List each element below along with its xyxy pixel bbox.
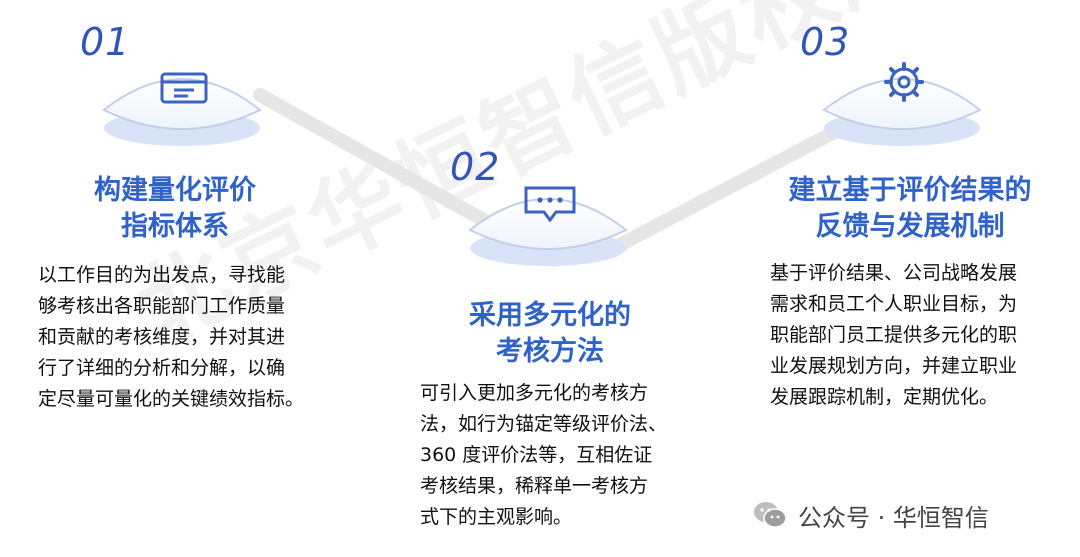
step-number: 02	[450, 145, 501, 189]
step-number: 01	[80, 20, 131, 64]
platform	[102, 72, 262, 146]
footer-brand: 公众号 · 华恒智信	[752, 496, 989, 534]
folder-icon	[160, 72, 208, 104]
step-title: 采用多元化的 考核方法	[469, 300, 631, 367]
step-title: 建立基于评价结果的 反馈与发展机制	[788, 175, 1032, 242]
step-description: 基于评价结果、公司战略发展 需求和员工个人职业目标，为 职能部门员工提供多元化的…	[770, 262, 1018, 408]
message-icon	[524, 186, 576, 223]
gear-icon	[884, 62, 924, 102]
platform	[822, 62, 982, 146]
step-description: 以工作目的为出发点，寻找能 够考核出各职能部门工作质量 和贡献的考核维度，并对其…	[38, 264, 305, 410]
step-description: 可引入更加多元化的考核方 法，如行为锚定等级评价法、 360 度评价法等，互相佐…	[420, 382, 668, 528]
footer-text: 公众号 · 华恒智信	[798, 503, 989, 532]
step-title: 构建量化评价 指标体系	[94, 175, 256, 242]
platform	[468, 186, 628, 266]
step-number: 03	[800, 20, 851, 64]
wechat-icon	[754, 502, 787, 528]
